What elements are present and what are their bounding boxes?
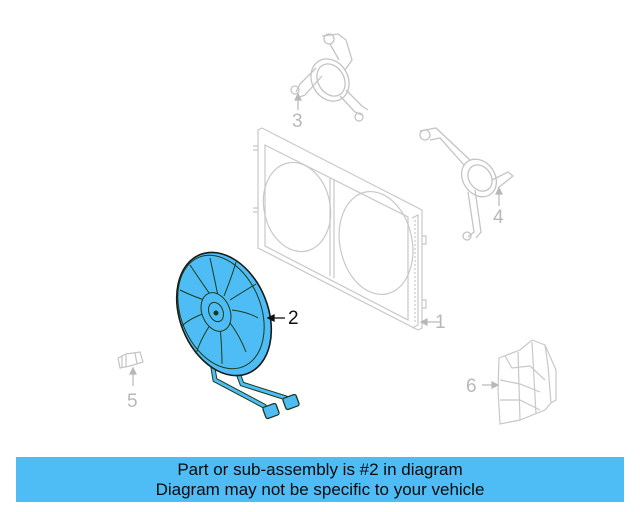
part-6-duct: [497, 339, 557, 425]
parts-diagram: [117, 33, 557, 425]
part-4-bracket: [419, 127, 515, 241]
part-3-bracket: [290, 33, 369, 122]
callout-6-arrow: [482, 381, 500, 389]
callout-6-label[interactable]: 6: [466, 376, 477, 397]
callout-1-label[interactable]: 1: [435, 312, 446, 333]
callout-5-arrow: [129, 366, 137, 386]
callout-2-label[interactable]: 2: [288, 308, 299, 329]
part-1-shroud: [253, 127, 427, 331]
part-2-fan: [175, 251, 300, 420]
callout-5-label[interactable]: 5: [127, 391, 138, 412]
callout-4-label[interactable]: 4: [493, 207, 504, 228]
banner-line-disclaimer: Diagram may not be specific to your vehi…: [155, 480, 485, 499]
callout-3-label[interactable]: 3: [292, 111, 303, 132]
callout-2-arrow: [266, 313, 285, 323]
part-5-sensor: [117, 351, 144, 369]
callout-3-arrow: [294, 92, 302, 110]
banner-line-part: Part or sub-assembly is #2 in diagram: [177, 460, 463, 479]
info-banner: Part or sub-assembly is #2 in diagram Di…: [16, 457, 624, 502]
callout-4-arrow: [495, 186, 503, 206]
callout-1-arrow: [419, 318, 440, 326]
